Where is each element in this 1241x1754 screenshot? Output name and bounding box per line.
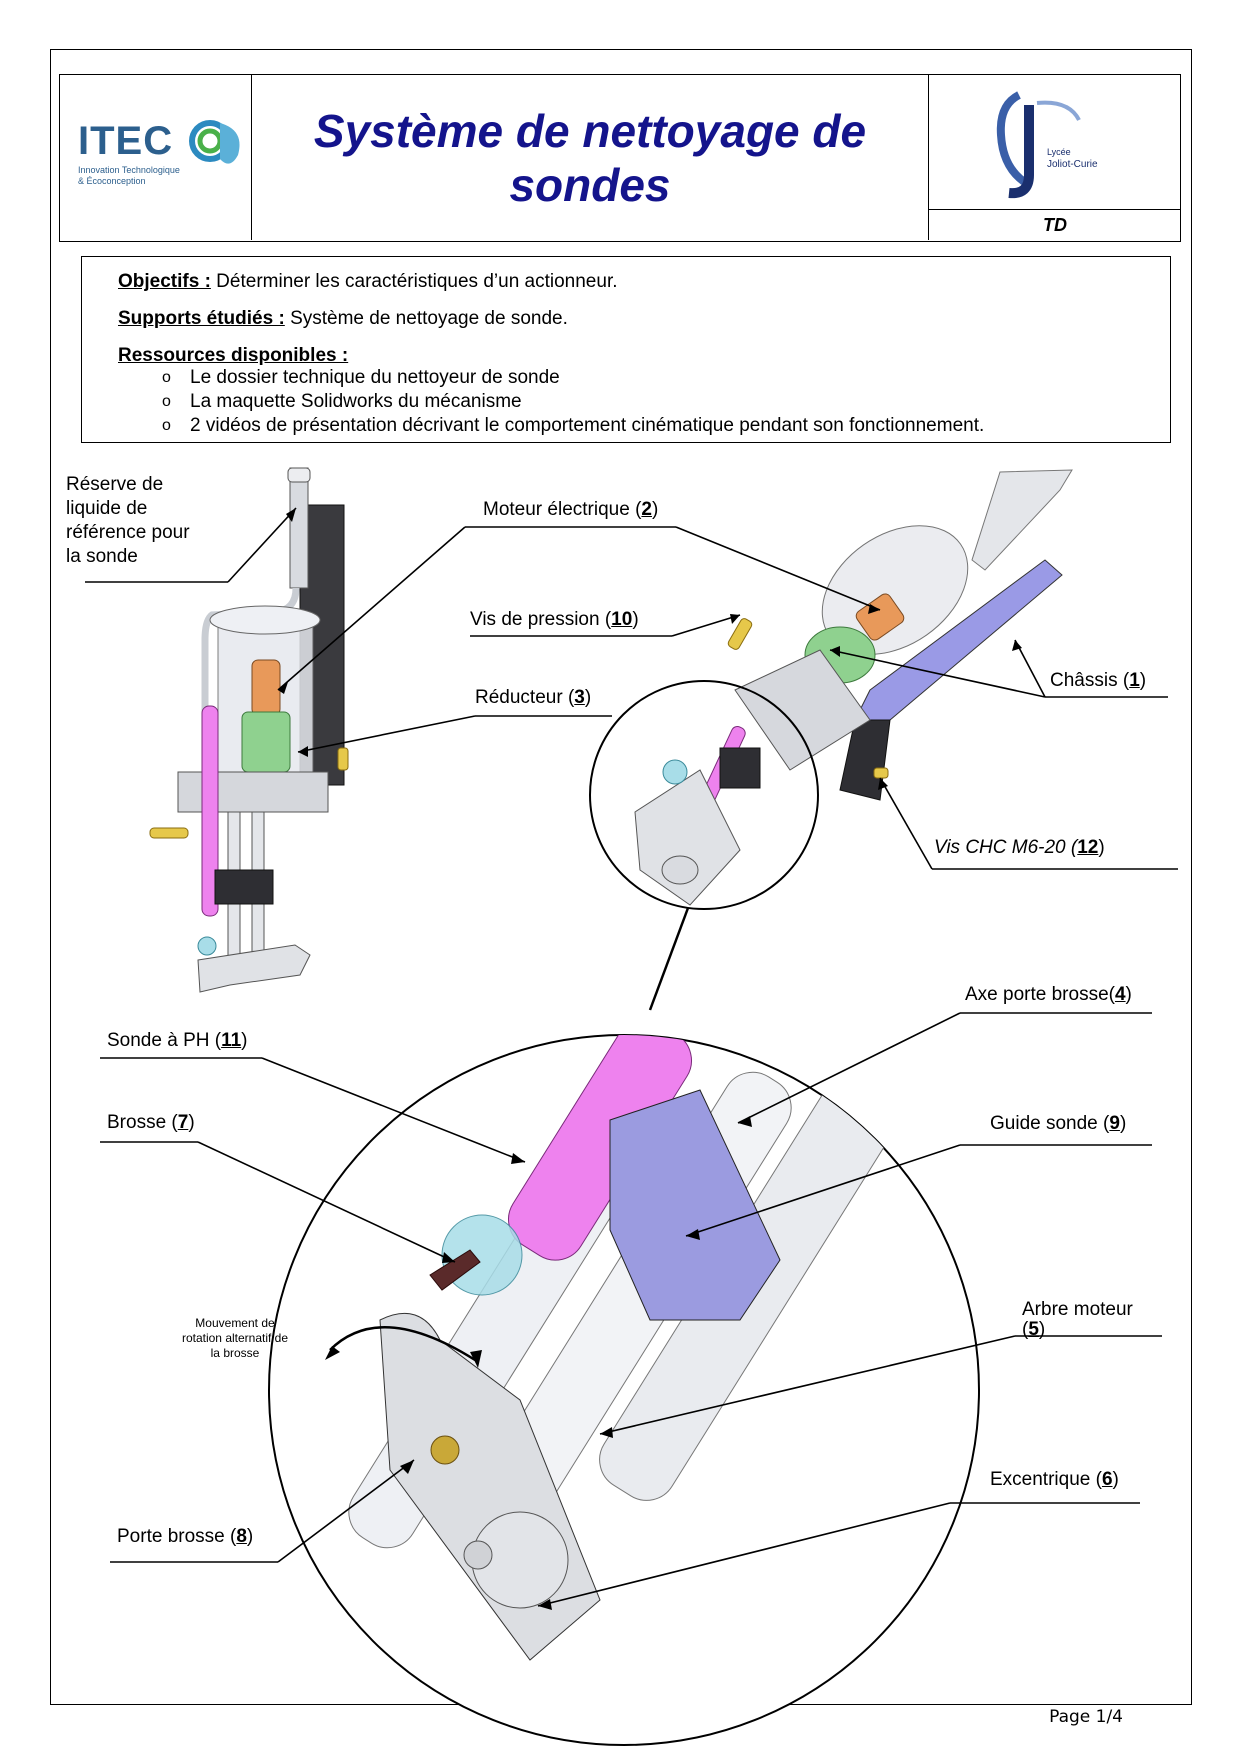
leader-lines xyxy=(85,507,1178,1607)
itec-brand: ITEC xyxy=(78,119,174,163)
right-assembly-view xyxy=(668,469,1073,874)
label-brosse: Brosse (7) xyxy=(107,1112,195,1133)
leader-arrowheads xyxy=(278,508,1022,1610)
label-vis-pression: Vis de pression (10) xyxy=(470,609,639,630)
label-excentrique: Excentrique (6) xyxy=(990,1469,1119,1490)
supports-line: Supports étudiés : Système de nettoyage … xyxy=(118,308,568,329)
page-title: Système de nettoyage de sondes xyxy=(252,75,929,240)
joliot-curie-logo-icon: Lycée Joliot-Curie xyxy=(996,91,1098,199)
label-axe-porte-brosse: Axe porte brosse(4) xyxy=(965,984,1132,1005)
detail-circle-large xyxy=(268,1034,980,1746)
label-guide-sonde: Guide sonde (9) xyxy=(990,1113,1127,1134)
doc-type: TD xyxy=(929,209,1181,240)
label-reserve: Réserve de liquide de référence pour la … xyxy=(66,474,190,567)
page-number: Page 1/4 xyxy=(1049,1707,1123,1727)
left-assembly-view xyxy=(149,467,349,993)
list-item: Le dossier technique du nettoyeur de son… xyxy=(162,366,984,390)
itec-subtitle: Innovation Technologique & Écoconception xyxy=(78,165,180,186)
header-table: ITEC Innovation Technologique & Écoconce… xyxy=(59,74,1181,242)
label-vis-chc: Vis CHC M6-20 (12) xyxy=(934,837,1105,858)
school-logo-cell: Lycée Joliot-Curie TD xyxy=(929,75,1181,240)
itec-swirl-icon xyxy=(189,120,240,164)
label-arbre-moteur: Arbre moteur (5) xyxy=(1022,1299,1133,1340)
label-porte-brosse: Porte brosse (8) xyxy=(117,1526,254,1547)
list-item: La maquette Solidworks du mécanisme xyxy=(162,390,984,414)
svg-text:Lycée: Lycée xyxy=(1047,147,1071,157)
resources-list: Le dossier technique du nettoyeur de son… xyxy=(162,366,984,438)
label-mouvement: Mouvement de rotation alternatif de la b… xyxy=(181,1316,289,1360)
objectives-line: Objectifs : Déterminer les caractéristiq… xyxy=(118,271,618,292)
list-item: 2 vidéos de présentation décrivant le co… xyxy=(162,414,984,438)
detail-circle-small xyxy=(589,680,819,910)
label-sonde: Sonde à PH (11) xyxy=(107,1030,248,1051)
itec-logo: ITEC Innovation Technologique & Écoconce… xyxy=(60,75,252,240)
label-moteur: Moteur électrique (2) xyxy=(483,499,659,520)
label-chassis: Châssis (1) xyxy=(1050,670,1147,691)
resources-heading: Ressources disponibles : xyxy=(118,345,349,366)
svg-text:Joliot-Curie: Joliot-Curie xyxy=(1047,159,1098,170)
label-reducteur: Réducteur (3) xyxy=(475,687,592,708)
detail-connector-line xyxy=(648,907,690,1011)
objectives-box: Objectifs : Déterminer les caractéristiq… xyxy=(81,256,1171,443)
